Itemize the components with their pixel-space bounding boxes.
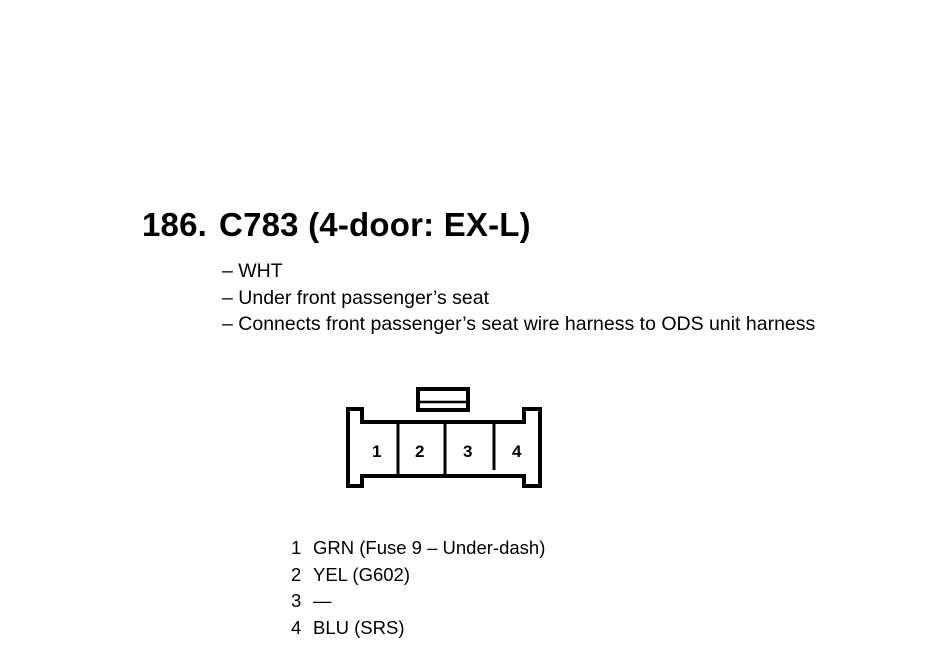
- info-connects: – Connects front passenger’s seat wire h…: [222, 313, 816, 335]
- heading-number: 186.: [142, 206, 208, 243]
- pin-list: 1 GRN (Fuse 9 – Under-dash) 2 YEL (G602) 3…: [291, 535, 545, 641]
- pin-row: 1 GRN (Fuse 9 – Under-dash): [291, 535, 545, 562]
- pin-number: 1: [291, 537, 302, 558]
- pin-description: YEL (G602): [313, 563, 410, 585]
- pin-description: —: [313, 590, 332, 611]
- cavity-label: 2: [415, 442, 424, 461]
- cavity-label: 3: [463, 442, 472, 461]
- cavity-label: 1: [372, 442, 381, 461]
- pin-row: 4 BLU (SRS): [291, 615, 545, 642]
- pin-number: 4: [291, 616, 302, 638]
- pin-number: 2: [291, 563, 302, 585]
- connector-heading: 186. C783 (4-door: EX-L): [142, 208, 531, 241]
- pin-row: 3—: [291, 588, 545, 615]
- pin-description: BLU (SRS): [313, 616, 405, 638]
- connector-lock-tab: [416, 387, 470, 412]
- info-color: – WHT: [222, 260, 283, 282]
- cavity-label: 4: [512, 442, 522, 461]
- pin-description: GRN (Fuse 9 – Under-dash): [313, 537, 546, 558]
- pin-number: 3: [291, 590, 302, 611]
- pin-row: 2 YEL (G602): [291, 562, 545, 589]
- info-location: – Under front passenger’s seat: [222, 286, 490, 309]
- connector-diagram: 1 2 3 4: [346, 387, 542, 488]
- heading-title: C783 (4-door: EX-L): [219, 206, 531, 243]
- connector-info: – WHT – Under front passenger’s seat – C…: [222, 258, 815, 338]
